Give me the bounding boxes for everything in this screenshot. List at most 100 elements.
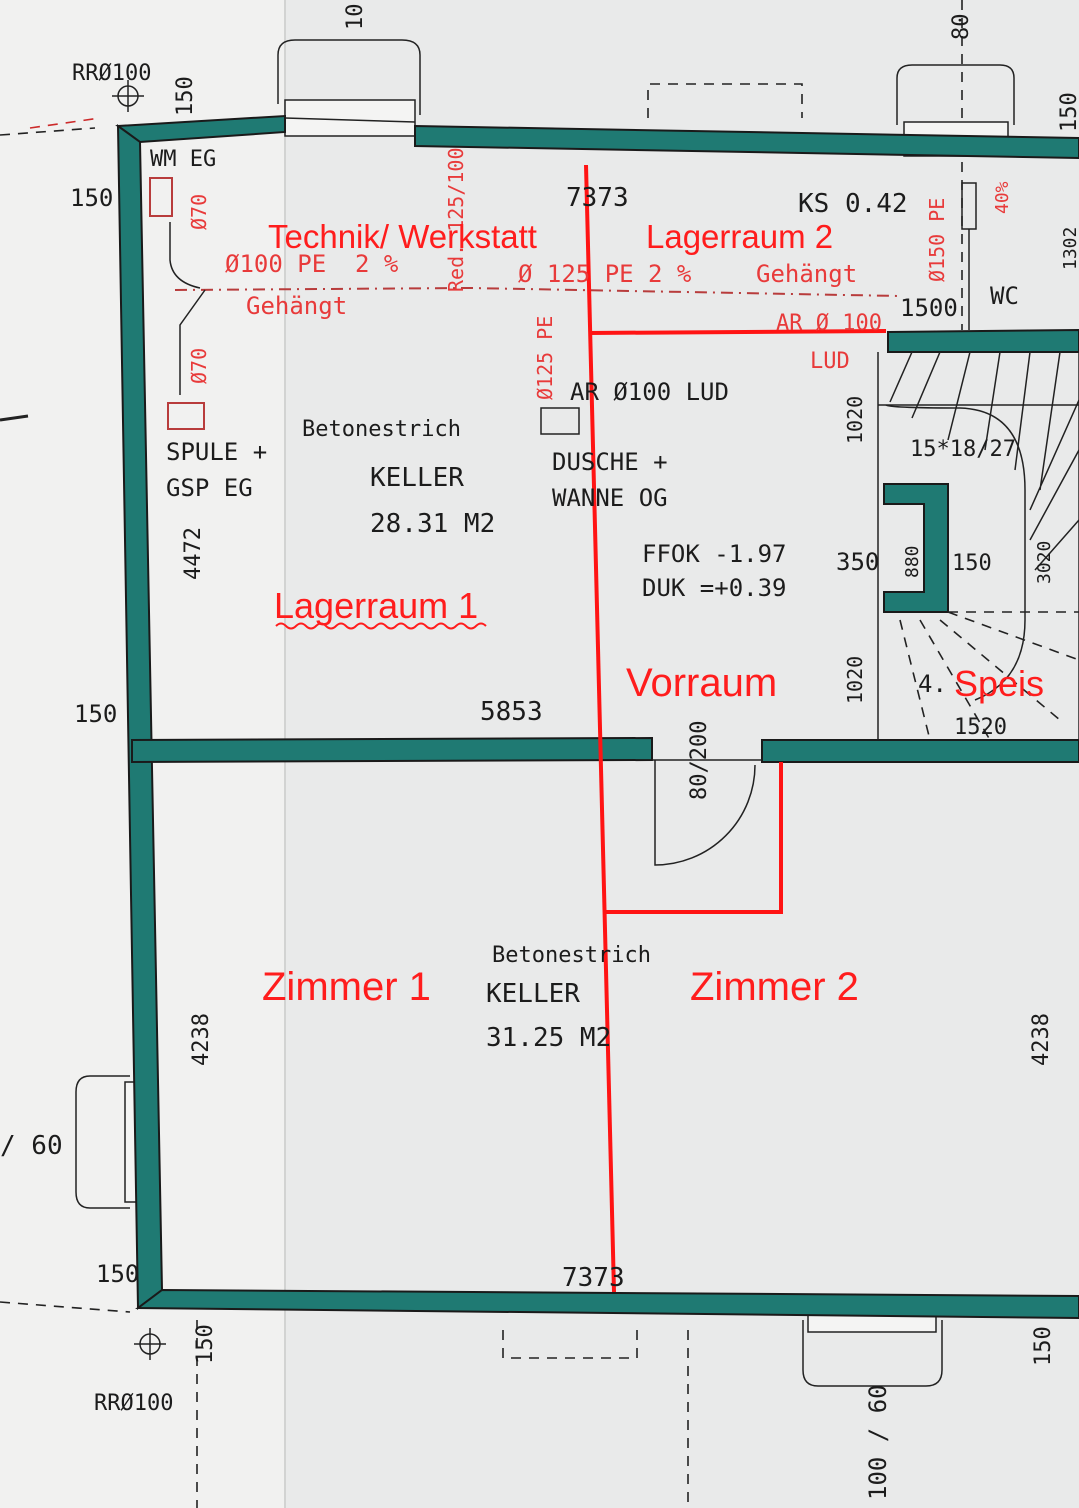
label-keller-lower: KELLER: [486, 979, 580, 1009]
label-wc: WC: [990, 282, 1019, 310]
pipe-line-horizontal: [174, 286, 901, 297]
dim-3020: 3020: [1034, 541, 1055, 584]
window-top-left-pane: [284, 117, 416, 123]
label-gehaengt2: Gehängt: [756, 260, 857, 288]
fixture-spule: [167, 402, 205, 430]
dim-door: 80/200: [687, 721, 712, 800]
stair-outline: [877, 352, 1079, 740]
stair-winder-lines: [889, 351, 1079, 571]
room-lagerraum2: Lagerraum 2: [646, 218, 833, 255]
fixture-wm: [149, 177, 173, 217]
window-bay-bottom: [802, 1320, 943, 1387]
spellcheck-underline: [275, 622, 487, 630]
label-rr-top: RRØ100: [72, 61, 151, 86]
label-d70a: Ø70: [187, 194, 211, 230]
label-slope: 2 %: [355, 250, 399, 278]
label-spule1: SPULE +: [166, 438, 267, 466]
label-d70b: Ø70: [187, 348, 211, 384]
label-wm: WM EG: [150, 147, 216, 172]
dash-bottom-left: [0, 1301, 131, 1313]
label-ar-lud: AR Ø100 LUD: [570, 378, 729, 406]
label-dusche2: WANNE OG: [552, 484, 668, 512]
dim-80: 80: [949, 14, 974, 41]
wall-wc: [887, 328, 1079, 353]
label-ar100: AR Ø 100: [776, 311, 882, 336]
dim-150-bot-a: 150: [193, 1324, 218, 1364]
dim-5853: 5853: [480, 697, 543, 727]
dim-150-left-bot: 150: [96, 1260, 139, 1288]
dim-150-left-top: 150: [70, 184, 113, 212]
wall-outer-top: [414, 124, 1079, 160]
dim-window-bottom: 100 / 60: [864, 1384, 892, 1500]
label-d40: 40%: [992, 181, 1013, 214]
room-technik: Technik/ Werkstatt: [268, 218, 537, 255]
dim-7373-bottom: 7373: [562, 1263, 625, 1293]
label-floor-upper: Betonestrich: [302, 417, 461, 442]
annotation-line-zimmer2: [604, 762, 783, 914]
dim-1520: 1520: [954, 715, 1007, 740]
label-floor-lower: Betonestrich: [492, 943, 651, 968]
label-ks: KS 0.42: [798, 189, 908, 219]
dim-window-left: / 60: [0, 1131, 63, 1161]
dim-150-left-mid: 150: [74, 700, 117, 728]
label-pipe125: Ø 125 PE: [518, 260, 634, 288]
label-pipe100: Ø100 PE: [225, 250, 326, 278]
label-stair: 15*18/27: [910, 437, 1016, 462]
wall-inner-right: [761, 739, 1079, 763]
dim-10: 10: [343, 4, 368, 31]
window-bay-left: [75, 1075, 130, 1209]
dim-150-bot-b: 150: [1031, 1326, 1056, 1366]
door-swing: [654, 760, 756, 866]
label-area-upper: 28.31 M2: [370, 509, 495, 539]
left-edge-mark: [0, 414, 29, 422]
wall-stair-core: [883, 483, 949, 613]
label-keller-upper: KELLER: [370, 463, 464, 493]
fixture-dusche: [540, 407, 580, 435]
dash-top-left-red: [29, 117, 101, 129]
dim-1020-b: 1020: [843, 656, 867, 704]
label-ffok: FFOK -1.97: [642, 540, 787, 568]
dim-4238-right: 4238: [1029, 1013, 1054, 1066]
dim-350: 350: [836, 548, 879, 576]
label-area-lower: 31.25 M2: [486, 1023, 611, 1053]
wall-inner-left: [131, 736, 653, 764]
label-red: Red. 125/100: [444, 148, 468, 293]
pipe-drop-left: [169, 222, 206, 395]
room-zimmer1: Zimmer 1: [262, 965, 431, 1009]
label-pipe125v: Ø125 PE: [533, 316, 557, 400]
stair-dashed-treads: [899, 611, 1079, 741]
annotation-line-divider: [584, 164, 616, 1293]
stair-curve: [885, 404, 1026, 701]
dim-1500: 1500: [900, 294, 958, 322]
label-duk: DUK =+0.39: [642, 574, 787, 602]
dim-880: 880: [902, 545, 923, 578]
label-rr-bottom: RRØ100: [94, 1391, 173, 1416]
dim-150-top-a: 150: [173, 76, 198, 116]
dim-4472: 4472: [181, 527, 206, 580]
dim-1302: 1302: [1060, 227, 1079, 270]
dim-4238-left: 4238: [189, 1013, 214, 1066]
room-lagerraum1: Lagerraum 1: [274, 585, 478, 626]
dash-top-box: [647, 83, 803, 118]
label-pipe150v: Ø150 PE: [925, 198, 949, 282]
dim-150-top-b: 150: [1057, 92, 1079, 132]
annotation-line-lagerraum2: [588, 329, 887, 335]
dash-top-left: [0, 127, 96, 136]
dash-bottom-box: [502, 1330, 638, 1359]
room-zimmer2: Zimmer 2: [690, 965, 859, 1009]
label-gehaengt1: Gehängt: [246, 292, 347, 320]
downpipe-top-icon: [112, 80, 144, 112]
label-dusche1: DUSCHE +: [552, 448, 668, 476]
label-speis-dim: 4.: [918, 670, 947, 698]
room-vorraum: Vorraum: [626, 661, 777, 705]
label-slope2: 2 %: [648, 260, 692, 288]
wall-outer-bottom: [135, 1288, 1079, 1320]
window-bay-top-right: [896, 64, 1015, 125]
label-lud: LUD: [810, 349, 850, 374]
window-bay-top-left: [277, 39, 421, 115]
dim-150-stair: 150: [952, 551, 992, 576]
dim-1020-a: 1020: [843, 396, 867, 444]
dim-7373-top: 7373: [566, 183, 629, 213]
downpipe-bottom-icon: [134, 1328, 166, 1360]
